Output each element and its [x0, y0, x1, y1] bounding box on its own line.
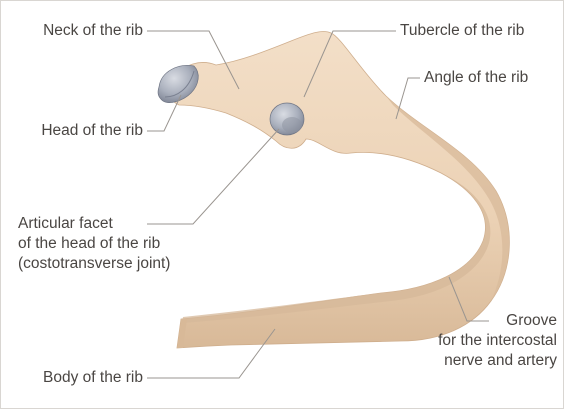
label-articular-facet: Articular facet of the head of the rib (… [18, 214, 170, 274]
label-groove-line1: Groove [361, 311, 557, 331]
leader-facet [147, 129, 279, 224]
label-facet-line2: of the head of the rib [18, 234, 170, 254]
label-head: Head of the rib [1, 121, 143, 141]
label-facet-line1: Articular facet [18, 214, 170, 234]
label-body: Body of the rib [1, 368, 143, 388]
label-neck: Neck of the rib [1, 21, 143, 41]
label-facet-line3: (costotransverse joint) [18, 254, 170, 274]
label-tubercle: Tubercle of the rib [400, 21, 524, 41]
label-groove-line2: for the intercostal [361, 331, 557, 351]
label-groove-line3: nerve and artery [361, 351, 557, 371]
tubercle-facet [270, 103, 304, 135]
label-groove: Groove for the intercostal nerve and art… [361, 311, 557, 371]
label-angle: Angle of the rib [424, 68, 528, 88]
